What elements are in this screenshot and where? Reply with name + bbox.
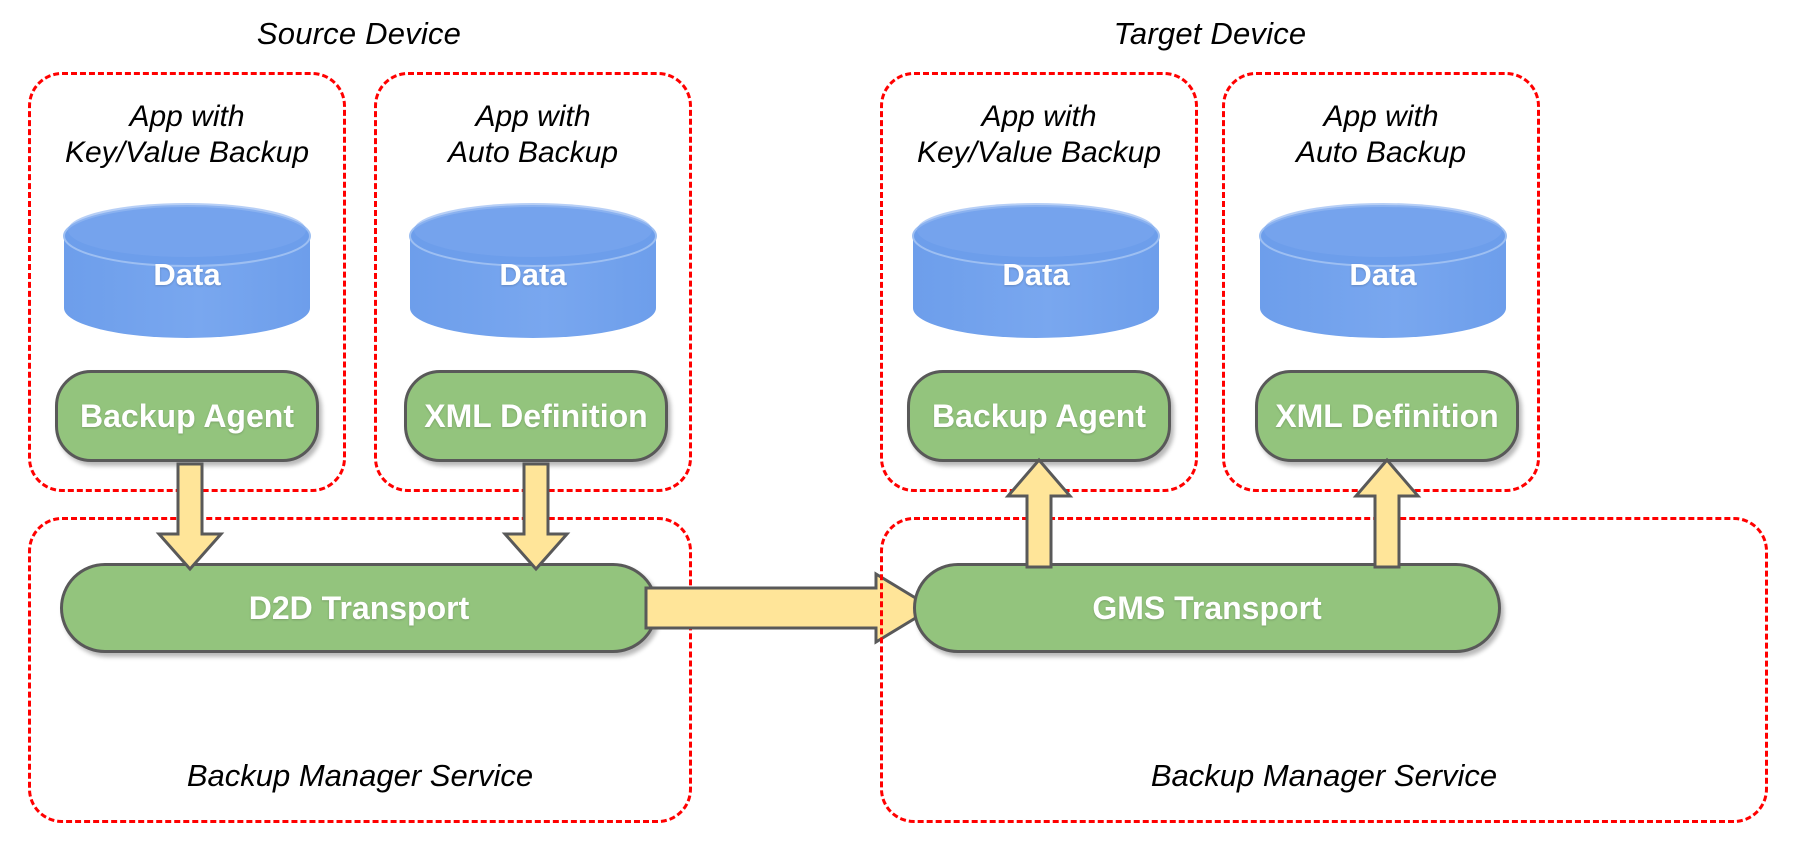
gms-transport-box[interactable]: GMS Transport bbox=[913, 563, 1501, 653]
source-backup-manager-service-caption: Backup Manager Service bbox=[186, 758, 534, 793]
target-backup-manager-service-panel: Backup Manager Service bbox=[880, 517, 1768, 823]
target-app-auto-panel: App with Auto Backup bbox=[1222, 72, 1540, 492]
target-backup-manager-service-caption: Backup Manager Service bbox=[1150, 758, 1498, 793]
arrow-source-xml-definition-to-d2d-icon bbox=[501, 462, 571, 572]
source-xml-definition-label: XML Definition bbox=[424, 397, 648, 434]
source-backup-agent-label: Backup Agent bbox=[80, 397, 294, 434]
arrow-d2d-to-gms-transport-icon bbox=[644, 571, 935, 645]
target-app-auto-data-cylinder: Data bbox=[1258, 196, 1508, 348]
gms-transport-label: GMS Transport bbox=[1092, 589, 1322, 626]
source-app-auto-caption: App with Auto Backup bbox=[447, 100, 619, 169]
d2d-transport-box[interactable]: D2D Transport bbox=[60, 563, 658, 653]
source-app-keyvalue-caption: App with Key/Value Backup bbox=[64, 100, 310, 169]
arrow-gms-to-target-xml-definition-icon bbox=[1352, 456, 1422, 570]
target-app-keyvalue-caption: App with Key/Value Backup bbox=[916, 100, 1162, 169]
target-backup-agent-label: Backup Agent bbox=[932, 397, 1146, 434]
target-app-auto-caption: App with Auto Backup bbox=[1295, 100, 1467, 169]
source-xml-definition-box[interactable]: XML Definition bbox=[404, 370, 668, 462]
source-backup-agent-box[interactable]: Backup Agent bbox=[55, 370, 319, 462]
target-xml-definition-label: XML Definition bbox=[1275, 397, 1499, 434]
target-device-title: Target Device bbox=[1113, 16, 1307, 51]
target-app-keyvalue-data-cylinder: Data bbox=[911, 196, 1161, 348]
d2d-transport-label: D2D Transport bbox=[248, 589, 470, 626]
arrow-gms-to-target-backup-agent-icon bbox=[1004, 456, 1074, 570]
source-app-keyvalue-data-cylinder: Data bbox=[62, 196, 312, 348]
source-app-auto-data-cylinder: Data bbox=[408, 196, 658, 348]
source-device-title: Source Device bbox=[256, 16, 462, 51]
target-xml-definition-box[interactable]: XML Definition bbox=[1255, 370, 1519, 462]
source-backup-manager-service-panel: Backup Manager Service bbox=[28, 517, 692, 823]
target-backup-agent-box[interactable]: Backup Agent bbox=[907, 370, 1171, 462]
arrow-source-backup-agent-to-d2d-icon bbox=[155, 462, 225, 572]
